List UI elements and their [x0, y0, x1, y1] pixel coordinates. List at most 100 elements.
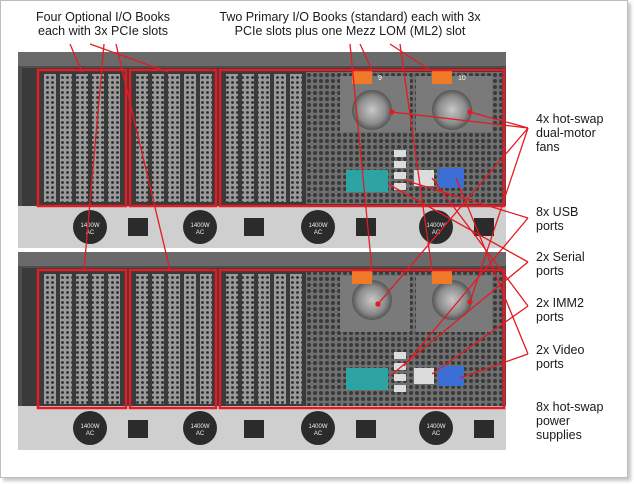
video-port-icon	[438, 366, 464, 386]
psu-rating: 1400W	[190, 424, 209, 430]
ac-inlet-icon	[128, 218, 148, 236]
fan-latch-icon	[352, 270, 372, 284]
ac-inlet-icon	[356, 218, 376, 236]
usb-port-icon	[394, 363, 406, 370]
io-book-highlight-boxes	[36, 68, 506, 410]
psu-rating: 1400W	[308, 223, 327, 229]
usb-port-icon	[394, 352, 406, 359]
fan-latch-icon	[432, 70, 452, 84]
callout-dot	[375, 301, 381, 307]
primary-io-book-box	[218, 268, 506, 410]
callout-line	[349, 43, 373, 271]
callout-line	[359, 43, 373, 71]
psu-ac: AC	[432, 431, 441, 437]
psu-rating: 1400W	[80, 424, 99, 430]
fan-bay-upper	[306, 72, 502, 204]
callout-dot	[467, 109, 473, 115]
usb-port-icon	[394, 150, 406, 157]
callout-line	[459, 353, 529, 379]
fan-latch-icon	[432, 270, 452, 284]
fan-number: 10	[458, 75, 466, 82]
imm2-port-icon	[414, 368, 434, 384]
psu-ac: AC	[314, 230, 323, 236]
primary-io-books-caption: Two Primary I/O Books (standard) each wi…	[219, 10, 481, 38]
power-supply-icon	[73, 210, 107, 244]
serial-port-icon	[346, 368, 388, 390]
optional-io-books-caption: Four Optional I/O Books each with 3x PCI…	[35, 10, 171, 38]
primary-io-book-box	[218, 68, 506, 208]
callout-line	[431, 305, 529, 375]
optional-io-book-box	[128, 68, 218, 208]
power-supply-icon	[419, 411, 453, 445]
power-supply-icon	[301, 210, 335, 244]
power-supply-icon	[183, 210, 217, 244]
fan-icons	[352, 70, 472, 320]
callout-line	[387, 183, 529, 263]
callout-line	[399, 43, 433, 271]
psu-rating: 1400W	[308, 424, 327, 430]
ac-inlet-icon	[128, 420, 148, 438]
callout-line	[455, 177, 529, 355]
callout-line	[431, 177, 529, 307]
serial-port-icon	[346, 170, 388, 192]
psu-rating: 1400W	[426, 223, 445, 229]
psu-rating: 1400W	[426, 424, 445, 430]
psu-rating: 1400W	[80, 223, 99, 229]
callout-line	[83, 43, 105, 271]
psu-ac: AC	[196, 230, 205, 236]
psu-rating-text: 1400W AC 1400W AC 1400W AC 1400W AC 1400…	[80, 223, 445, 437]
psu-ac: AC	[86, 230, 95, 236]
optional-io-book-box	[36, 268, 128, 410]
callout-dot	[467, 299, 473, 305]
power-supply-icon	[301, 411, 335, 445]
ac-inlet-icon	[474, 420, 494, 438]
ac-inlet-icon	[356, 420, 376, 438]
power-supply-icon	[73, 411, 107, 445]
psu-ac: AC	[432, 230, 441, 236]
pcie-slots-lower	[44, 274, 302, 404]
fan-icon	[352, 280, 392, 320]
fan-icon	[432, 280, 472, 320]
callout-line	[391, 111, 529, 129]
callout-line	[389, 43, 431, 71]
usb-port-icon	[394, 385, 406, 392]
ac-inlet-icon	[474, 218, 494, 236]
callout-line	[469, 127, 529, 303]
fan-latch-icon	[352, 70, 372, 84]
usb-port-icon	[394, 183, 406, 190]
fan-number: 9	[378, 75, 382, 82]
optional-io-book-box	[128, 268, 218, 410]
usb-port-icon	[394, 374, 406, 381]
psu-rating: 1400W	[190, 223, 209, 229]
callout-line	[69, 43, 83, 73]
callout-line	[469, 111, 529, 129]
callout-dot	[389, 109, 395, 115]
usb-port-icon	[394, 161, 406, 168]
psu-ac: AC	[314, 431, 323, 437]
power-supply-icon	[183, 411, 217, 445]
callout-line	[389, 261, 529, 377]
ac-inlet-icon	[244, 218, 264, 236]
fan-icon	[352, 90, 392, 130]
psu-ac: AC	[86, 431, 95, 437]
ac-inlet-icon	[244, 420, 264, 438]
callout-line	[403, 179, 529, 219]
video-port-icon	[438, 168, 464, 188]
fan-number-tags: 9 10	[378, 75, 466, 82]
optional-io-book-box	[36, 68, 128, 208]
callout-line	[403, 217, 529, 367]
pcie-slots-upper	[44, 74, 302, 202]
callout-line	[115, 43, 171, 271]
callout-lines	[69, 43, 529, 379]
usb-port-icon	[394, 172, 406, 179]
io-ports-lower	[346, 352, 464, 392]
psu-ac: AC	[196, 431, 205, 437]
fan-icon	[432, 90, 472, 130]
